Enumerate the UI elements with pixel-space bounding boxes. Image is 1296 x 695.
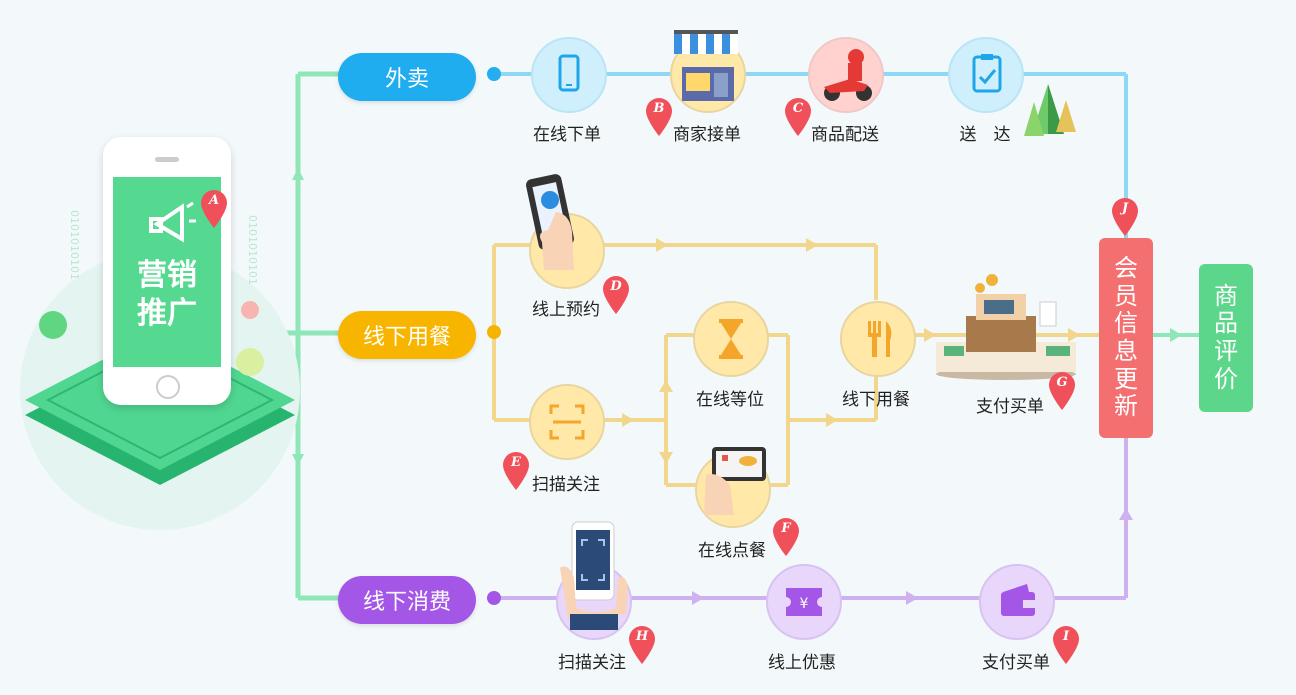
marker-b: B — [645, 98, 673, 136]
pay-node-2[interactable] — [979, 564, 1055, 640]
shop-icon — [682, 67, 734, 101]
hand-phone-scan-icon — [560, 521, 628, 630]
dine-offline-node[interactable] — [840, 301, 916, 377]
review-char-2: 品 — [1214, 309, 1238, 338]
coupon-icon: ¥ — [781, 588, 827, 616]
marker-a: A — [200, 190, 228, 228]
review-char-3: 评 — [1214, 337, 1238, 365]
online-queue-label: 在线等位 — [696, 390, 764, 410]
branch-takeout-label: 外卖 — [384, 67, 429, 92]
delivery-node[interactable] — [808, 37, 884, 113]
member-char-2: 员 — [1114, 281, 1138, 310]
review-char-1: 商 — [1214, 281, 1238, 310]
phone-title-line2: 推广 — [137, 295, 197, 331]
tablet-order-icon — [704, 447, 766, 515]
online-order-node[interactable] — [531, 37, 607, 113]
member-char-4: 息 — [1114, 337, 1138, 365]
hand-phone-tap-icon — [526, 174, 574, 270]
smartphone-icon — [558, 54, 580, 92]
pay-label-2: 支付买单 — [982, 653, 1050, 673]
marker-j: J — [1111, 198, 1139, 236]
online-dish-label: 在线点餐 — [698, 541, 766, 561]
delivery-label: 商品配送 — [811, 125, 879, 145]
member-char-5: 更 — [1114, 364, 1138, 393]
marker-d: D — [602, 276, 630, 314]
member-char-3: 信 — [1114, 309, 1138, 338]
branch-consume-label: 线下消费 — [362, 590, 451, 615]
branch-consume-offline[interactable]: 线下消费 — [338, 576, 476, 624]
member-info-update-box[interactable]: 会 员 信 息 更 新 — [1099, 238, 1153, 438]
scan-follow-label-2: 扫描关注 — [558, 653, 626, 673]
trees-icon — [1024, 84, 1076, 136]
online-order-label: 在线下单 — [533, 125, 601, 145]
svg-text:¥: ¥ — [800, 596, 809, 612]
member-char-6: 新 — [1114, 392, 1138, 421]
marker-i: I — [1052, 626, 1080, 664]
marker-h: H — [628, 626, 656, 664]
online-queue-node[interactable] — [693, 301, 769, 377]
binary-text-left: 0101010101 — [68, 210, 81, 280]
merchant-accept-label: 商家接单 — [673, 125, 741, 145]
review-char-4: 价 — [1214, 364, 1238, 393]
online-coupon-node[interactable]: ¥ — [766, 564, 842, 640]
branch-dine-offline[interactable]: 线下用餐 — [338, 311, 476, 359]
marker-f: F — [772, 518, 800, 556]
marker-e: E — [502, 452, 530, 490]
shop-awning — [674, 30, 738, 54]
delivered-node[interactable] — [948, 37, 1024, 113]
wallet-icon — [1001, 584, 1035, 616]
online-coupon-label: 线上优惠 — [768, 653, 836, 673]
member-char-1: 会 — [1114, 254, 1138, 283]
pay-label-1: 支付买单 — [976, 397, 1044, 417]
online-reserve-label: 线上预约 — [532, 300, 600, 320]
cash-register-icon — [936, 274, 1076, 380]
megaphone-icon — [149, 201, 196, 243]
fork-knife-icon — [868, 321, 892, 357]
hourglass-icon — [719, 319, 743, 359]
branch-takeout[interactable]: 外卖 — [338, 53, 476, 101]
dine-offline-label: 线下用餐 — [842, 390, 910, 410]
scan-follow-node-1[interactable] — [529, 384, 605, 460]
clipboard-check-icon — [972, 54, 1002, 93]
phone-title-line1: 营销 — [137, 258, 197, 293]
marker-c: C — [784, 98, 812, 136]
binary-text-right: 0101010101 — [246, 215, 259, 285]
scan-frame-icon — [549, 404, 585, 440]
branch-dine-label: 线下用餐 — [362, 325, 451, 350]
delivery-scooter-icon — [824, 49, 872, 101]
product-review-box[interactable]: 商 品 评 价 — [1199, 264, 1253, 412]
scan-follow-label-1: 扫描关注 — [532, 475, 600, 495]
phone: 营销 推广 — [103, 137, 231, 405]
marker-g: G — [1048, 372, 1076, 410]
delivered-label: 送 达 — [959, 125, 1011, 145]
